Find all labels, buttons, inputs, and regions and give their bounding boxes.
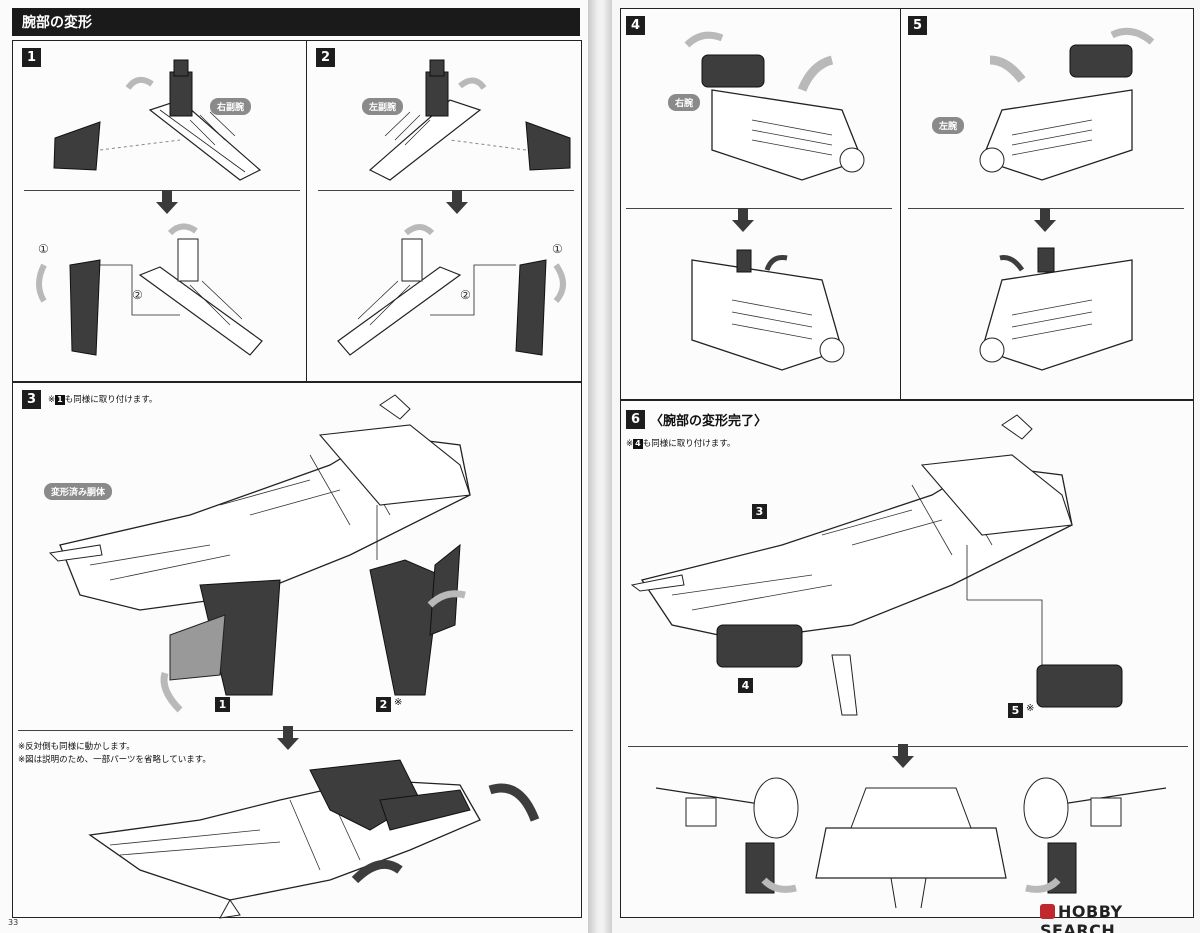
left-page: 腕部の変形 1 2 右副腕 左副腕 ① ② ② ① bbox=[0, 0, 588, 933]
step-3-note-prefix: ※ bbox=[48, 395, 56, 405]
hobby-search-watermark: HOBBY SEARCH bbox=[1040, 902, 1200, 933]
page-number: 33 bbox=[8, 918, 19, 927]
step-6-callout-3: 3 bbox=[752, 504, 767, 519]
section-title-bar: 腕部の変形 bbox=[12, 8, 580, 36]
steps-1-2-divider bbox=[306, 40, 308, 382]
step-6-assembly-illustration bbox=[630, 414, 1123, 716]
step-5-label: 左腕 bbox=[932, 117, 965, 134]
step-3-footnote-2: ※図は説明のため、一部パーツを省略しています。 bbox=[18, 755, 211, 765]
hobby-search-logo-icon bbox=[1040, 904, 1055, 919]
step-3-assembly-illustration bbox=[48, 394, 471, 713]
step-2-down-arrow bbox=[446, 190, 468, 214]
step-1-number: 1 bbox=[22, 48, 41, 67]
step-3-body-label: 変形済み胴体 bbox=[44, 483, 113, 500]
step-6-note-text: も同様に取り付けます。 bbox=[642, 439, 736, 449]
step-1-down-arrow bbox=[156, 190, 178, 214]
step-2-label: 左副腕 bbox=[362, 98, 404, 115]
step-2-arm-rotated-illustration bbox=[337, 224, 566, 356]
step-2-arm-illustration bbox=[368, 59, 571, 181]
step-3-note-text: も同様に取り付けます。 bbox=[64, 395, 158, 405]
step-4-arm-rotated-illustration bbox=[691, 249, 845, 371]
step-3-down-arrow bbox=[277, 726, 299, 750]
step-5-arm-illustration bbox=[979, 27, 1155, 181]
step-6-divider bbox=[628, 746, 1188, 747]
step-3-divider bbox=[18, 730, 573, 731]
step-6-note-ref: 4 bbox=[633, 439, 643, 449]
step-6-heading: 〈腕部の変形完了〉 bbox=[650, 414, 768, 429]
step-6-number: 6 bbox=[626, 410, 645, 429]
step-5-down-arrow bbox=[1034, 208, 1056, 232]
step-1-circled-two: ② bbox=[132, 288, 143, 302]
step-3-result-illustration bbox=[88, 759, 540, 919]
step-5-number: 5 bbox=[908, 16, 927, 35]
step-4-divider bbox=[626, 208, 892, 209]
step-6-result-illustration bbox=[655, 777, 1167, 909]
right-page: 4 5 右腕 左腕 6 〈腕部の変形完了〉 bbox=[612, 0, 1200, 933]
step-3-note-ref: 1 bbox=[55, 395, 65, 405]
step-2-circled-two: ② bbox=[460, 288, 471, 302]
steps-1-2-frame bbox=[12, 40, 582, 382]
step-3-callout-2: 2 bbox=[376, 697, 391, 712]
step-3-callout-1: 1 bbox=[215, 697, 230, 712]
steps-4-5-divider bbox=[900, 8, 902, 400]
step-6-callout-4: 4 bbox=[738, 678, 753, 693]
step-6-callout-5-mark: ※ bbox=[1026, 703, 1035, 714]
step-2-circled-one: ① bbox=[552, 242, 563, 256]
step-3-footnote-1: ※反対側も同様に動かします。 bbox=[18, 742, 135, 752]
step-5-arm-rotated-illustration bbox=[979, 247, 1133, 371]
watermark-text: HOBBY SEARCH bbox=[1040, 902, 1123, 933]
step-1-arm-illustration bbox=[53, 59, 262, 181]
step-2-number: 2 bbox=[316, 48, 335, 67]
step-4-label: 右腕 bbox=[668, 94, 701, 111]
step-1-arm-rotated-illustration bbox=[36, 223, 263, 356]
step-1-circled-one: ① bbox=[38, 242, 49, 256]
step-6-note-prefix: ※ bbox=[626, 439, 634, 449]
step-4-arm-illustration bbox=[684, 31, 865, 181]
step-3-callout-2-mark: ※ bbox=[394, 697, 403, 708]
step-3-number: 3 bbox=[22, 390, 41, 409]
section-title: 腕部の変形 bbox=[22, 15, 92, 31]
step-4-down-arrow bbox=[732, 208, 754, 232]
book-gutter bbox=[588, 0, 612, 933]
step-6-down-arrow bbox=[892, 744, 914, 768]
step-1-label: 右副腕 bbox=[210, 98, 252, 115]
step-2-divider bbox=[318, 190, 574, 191]
step-6-callout-5: 5 bbox=[1008, 703, 1023, 718]
step-4-number: 4 bbox=[626, 16, 645, 35]
